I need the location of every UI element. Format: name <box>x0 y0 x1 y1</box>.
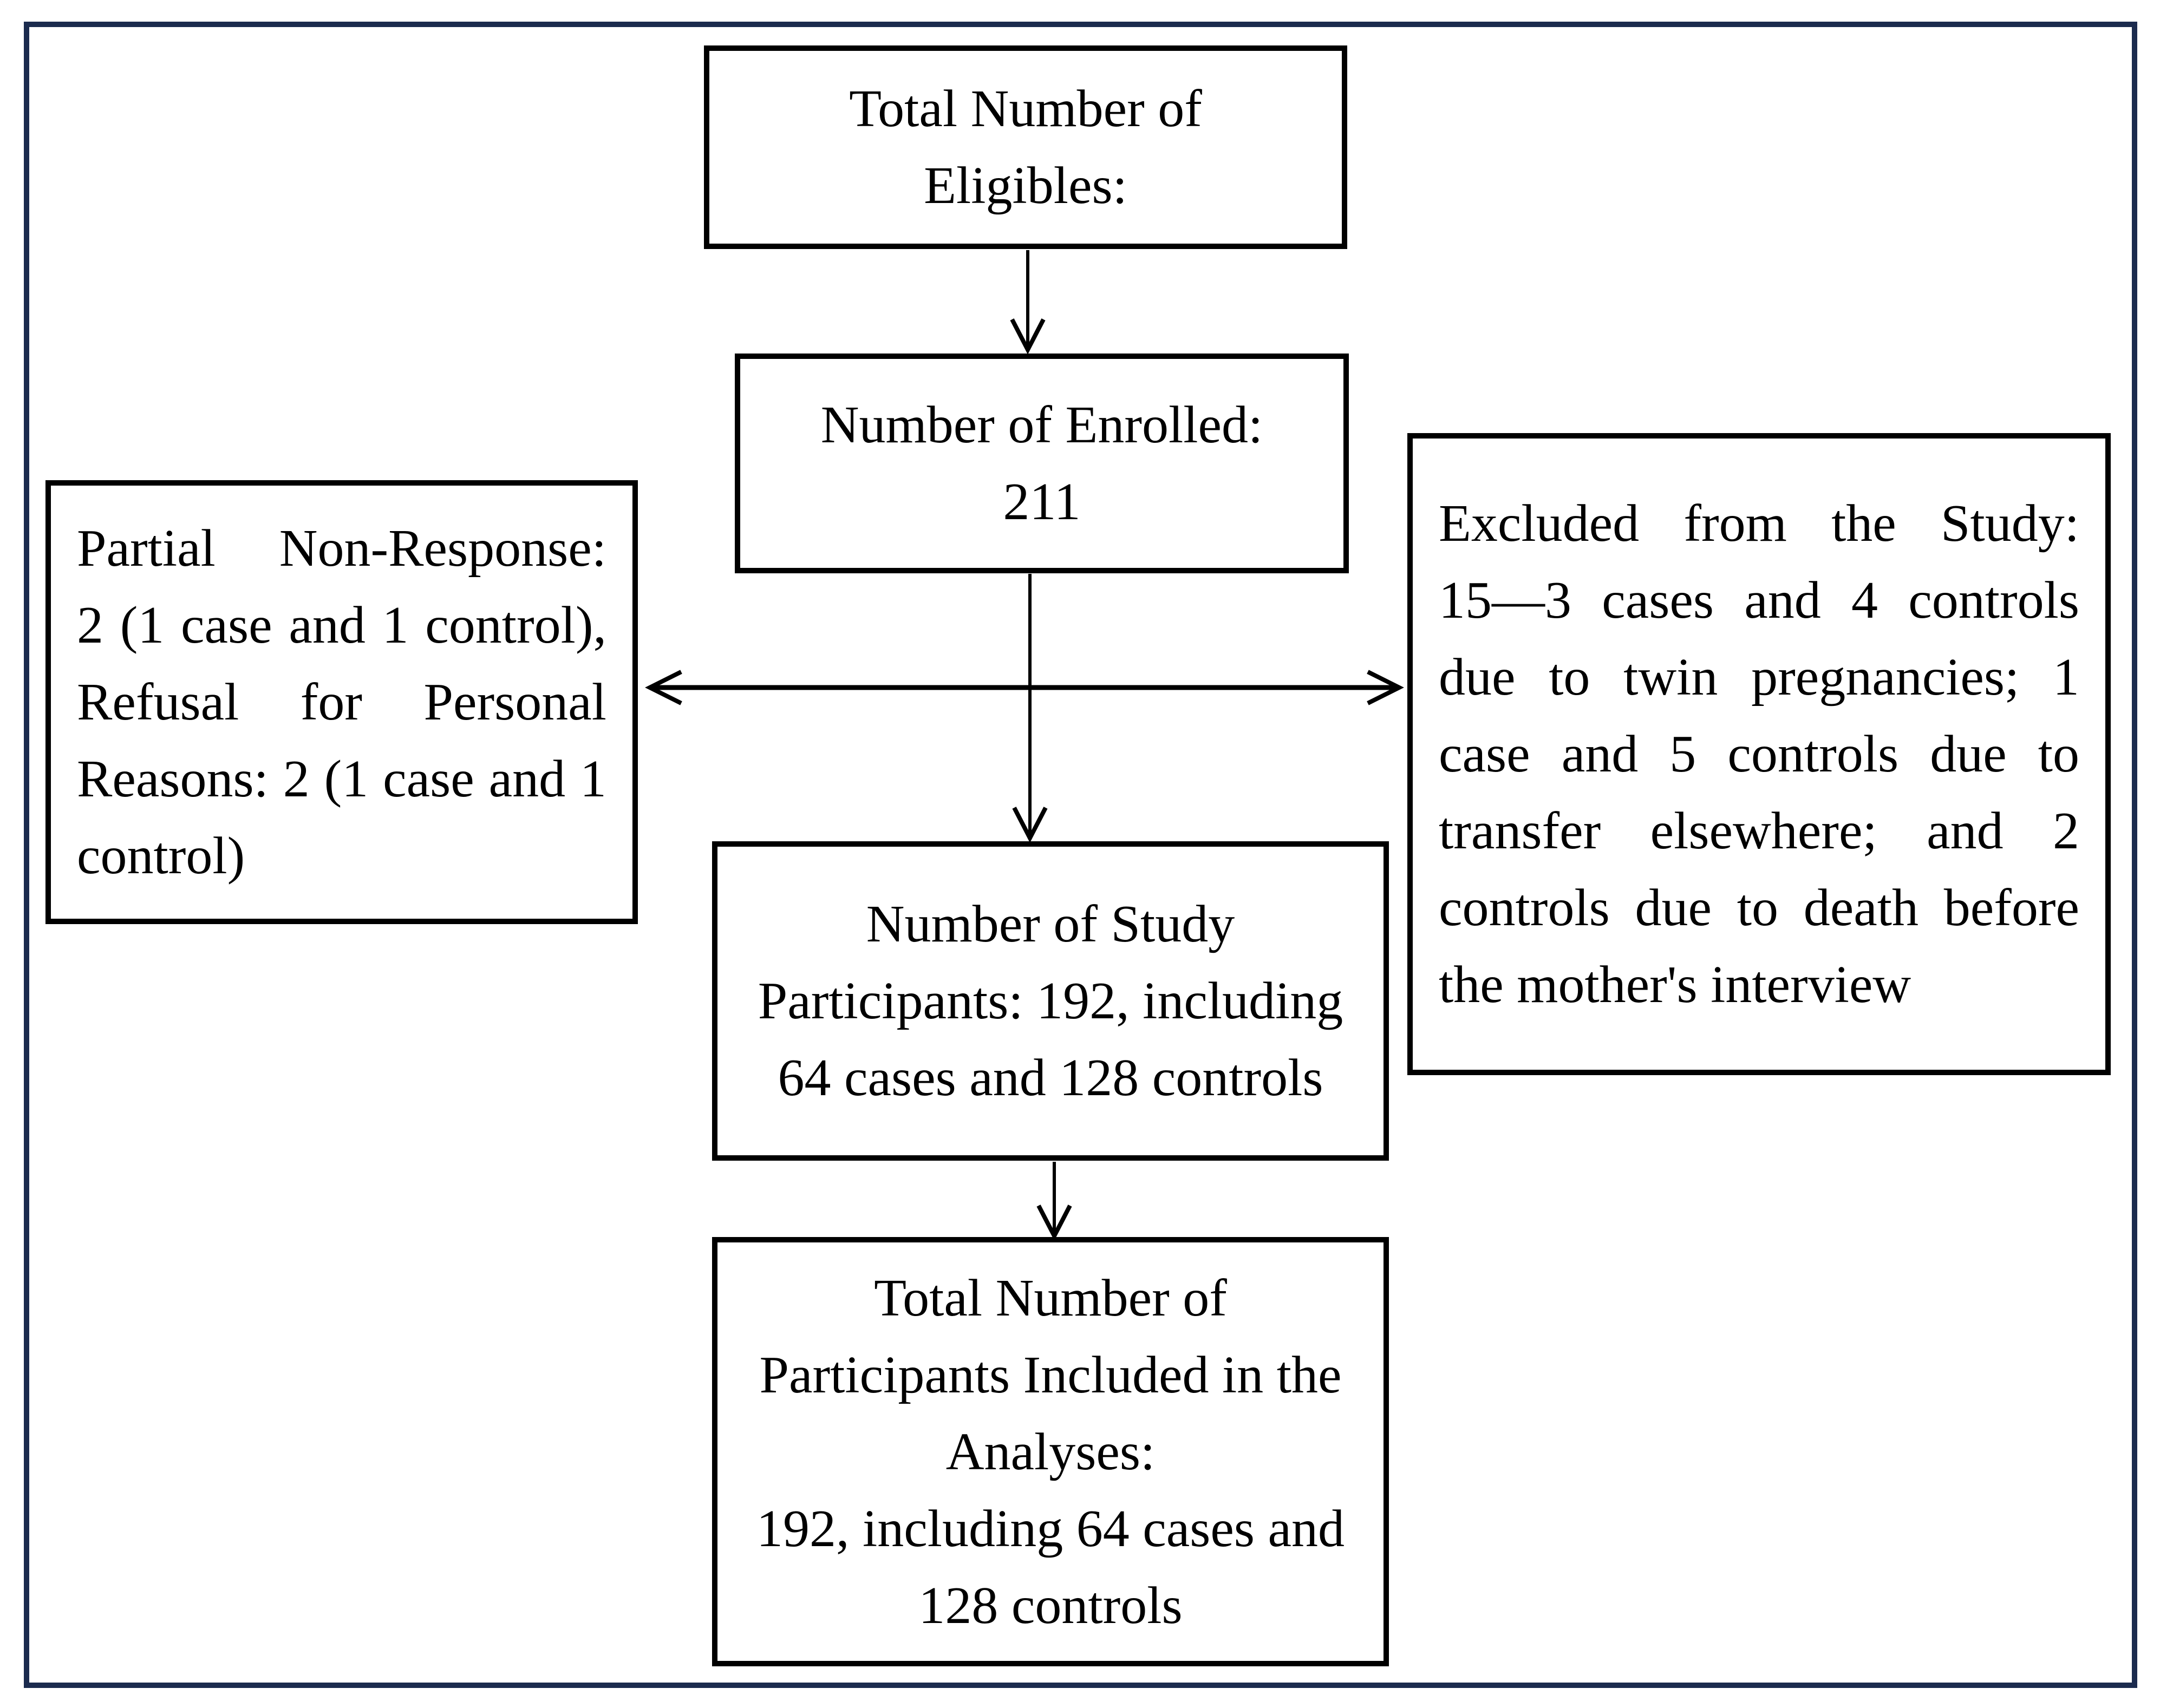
box-text-line: transfer elsewhere; and 2 <box>1439 802 2079 860</box>
box-text-line: control) <box>77 827 245 885</box>
box-text-line: Total Number of <box>874 1268 1227 1327</box>
flow-box-total-eligibles: Total Number of Eligibles: <box>704 45 1347 249</box>
flow-box-enrolled: Number of Enrolled: 211 <box>735 354 1349 573</box>
box-text-line: 15—3 cases and 4 controls <box>1439 571 2079 630</box>
box-text-line: 2 (1 case and 1 control), <box>77 596 606 655</box>
flow-box-included-in-analyses: Total Number of Participants Included in… <box>712 1237 1389 1666</box>
box-text-line: Participants: 192, including <box>758 972 1343 1030</box>
box-text-line: Refusal for Personal <box>77 673 606 731</box>
box-text-line: 211 <box>1003 473 1081 531</box>
box-text-line: due to twin pregnancies; 1 <box>1439 648 2079 706</box>
flow-box-excluded: Excluded from the Study: 15—3 cases and … <box>1407 433 2111 1075</box>
box-text-line: case and 5 controls due to <box>1439 725 2079 783</box>
flow-box-partial-nonresponse: Partial Non-Response: 2 (1 case and 1 co… <box>45 480 638 924</box>
box-text-line: 64 cases and 128 controls <box>778 1049 1323 1107</box>
box-text-line: controls due to death before <box>1439 879 2079 937</box>
box-text-line: 128 controls <box>918 1576 1183 1635</box>
box-text-line: Number of Enrolled: <box>820 396 1263 454</box>
box-text-line: 192, including 64 cases and <box>756 1499 1345 1558</box>
box-text-line: Eligibles: <box>924 156 1127 215</box>
box-text-line: Analyses: <box>945 1422 1156 1481</box>
box-text-line: the mother's interview <box>1439 956 1911 1014</box>
box-text-line: Total Number of <box>849 80 1202 138</box>
box-text-line: Number of Study <box>866 895 1235 953</box>
box-text-line: Reasons: 2 (1 case and 1 <box>77 750 606 808</box>
box-text-line: Participants Included in the <box>759 1345 1342 1404</box>
outer-frame <box>24 22 2137 1688</box>
box-text-line: Excluded from the Study: <box>1439 494 2079 553</box>
flow-box-study-participants: Number of Study Participants: 192, inclu… <box>712 841 1389 1161</box>
box-text-line: Partial Non-Response: <box>77 519 606 578</box>
